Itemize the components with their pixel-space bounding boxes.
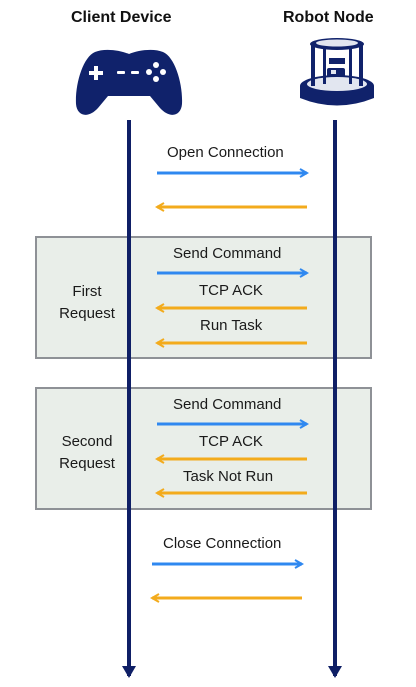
message-second-tcp-ack: TCP ACK (199, 433, 263, 450)
participant-robot-label: Robot Node (283, 9, 374, 26)
message-second-send-command: Send Command (173, 396, 282, 413)
message-first-run-task: Run Task (200, 317, 263, 334)
message-first-send-command: Send Command (173, 245, 282, 262)
group-label-second-line2: Request (59, 455, 115, 472)
group-label-first-line2: Request (59, 305, 115, 322)
gamepad-icon (75, 49, 183, 115)
robot-base-icon (300, 38, 374, 106)
group-box-second (35, 387, 372, 510)
message-second-task-not-run: Task Not Run (183, 468, 274, 485)
group-label-second: Second Request (37, 431, 137, 475)
group-label-first: First Request (37, 281, 137, 325)
group-box-first (35, 236, 372, 359)
group-label-second-line1: Second (61, 433, 113, 450)
group-label-first-line1: First (72, 283, 102, 300)
message-close-connection: Close Connection (163, 535, 282, 552)
participant-client-label: Client Device (71, 9, 172, 26)
message-open-connection: Open Connection (167, 144, 284, 161)
message-first-tcp-ack: TCP ACK (199, 282, 263, 299)
